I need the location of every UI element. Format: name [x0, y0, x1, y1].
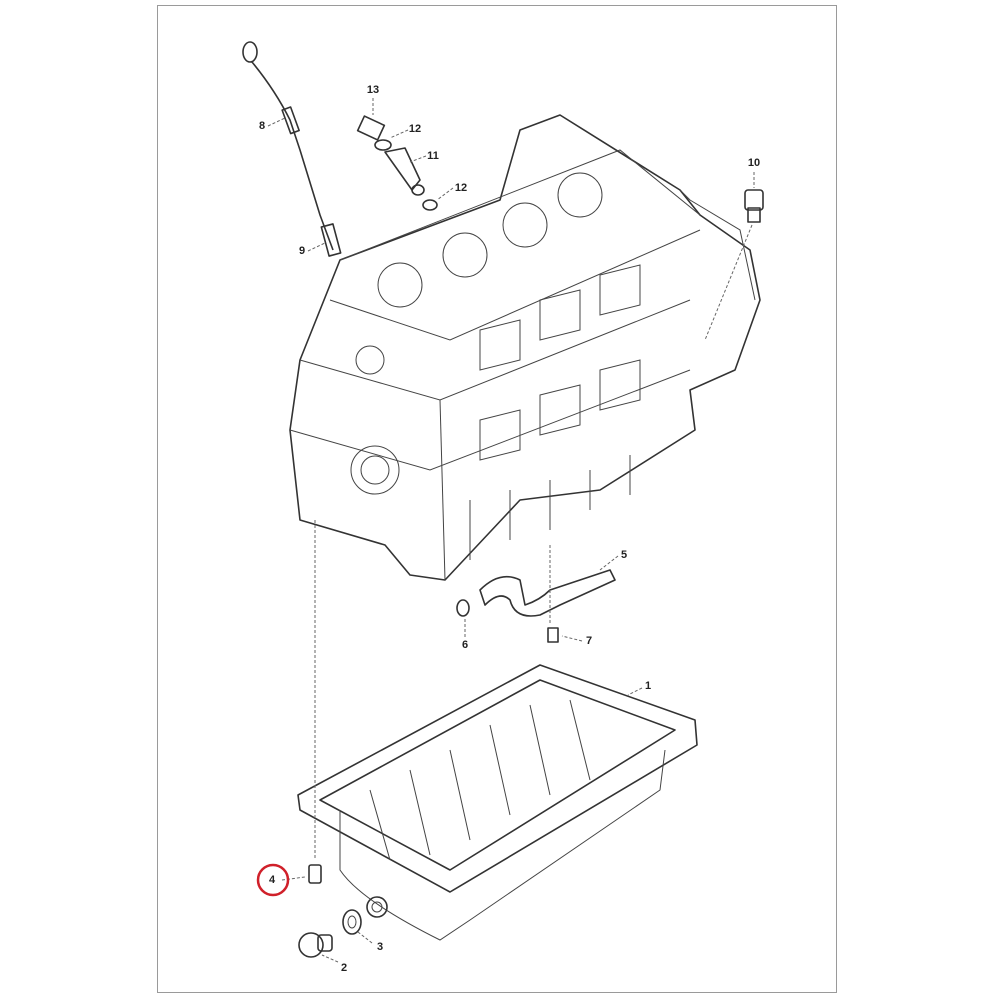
gasket-3 [342, 909, 362, 935]
engine-block [289, 114, 761, 581]
callout-part-1[interactable]: 1 [644, 680, 652, 692]
diagram-frame [157, 5, 837, 993]
callout-part-7[interactable]: 7 [585, 635, 593, 647]
callout-part-3[interactable]: 3 [376, 941, 384, 953]
callout-part-5[interactable]: 5 [620, 549, 628, 561]
callout-part-12b[interactable]: 12 [454, 182, 468, 194]
bolt-4 [308, 520, 322, 884]
callout-part-12a[interactable]: 12 [408, 123, 422, 135]
oil-pressure-switch [356, 115, 438, 211]
callout-part-4[interactable]: 4 [268, 874, 276, 886]
drain-plug-2 [298, 932, 333, 958]
callout-part-8[interactable]: 8 [258, 120, 266, 132]
callout-part-10[interactable]: 10 [747, 157, 761, 169]
plug-10 [744, 189, 764, 223]
leader-lines [267, 98, 755, 963]
callout-part-13[interactable]: 13 [366, 84, 380, 96]
highlight-circle [256, 863, 290, 897]
callout-part-2[interactable]: 2 [340, 962, 348, 974]
callout-part-9[interactable]: 9 [298, 245, 306, 257]
oil-strainer [456, 545, 616, 643]
callout-part-6[interactable]: 6 [461, 639, 469, 651]
dipstick [242, 41, 342, 257]
callout-part-11[interactable]: 11 [427, 150, 439, 162]
oil-pan [297, 664, 698, 941]
